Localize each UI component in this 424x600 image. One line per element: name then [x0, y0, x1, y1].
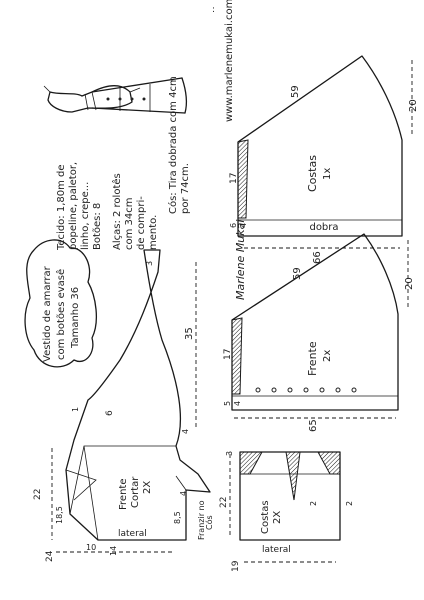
costas-top-lateral: lateral: [262, 545, 291, 555]
costas-dim-6: 6: [229, 223, 238, 228]
costas-dim-59: 59: [290, 85, 301, 98]
frente-dim-4: 4: [233, 401, 242, 406]
frente-skirt-name: Frente: [306, 341, 319, 376]
fabric-text: Tecido: 1,80m de: [56, 164, 67, 251]
title-cloud: Vestido de amarrar com botões evasê Tama…: [24, 239, 98, 368]
fabric-text-2: popeline, paletor,: [68, 162, 79, 250]
frente-dim-20: 20: [404, 277, 415, 290]
frente-top-piece: Frente Cortar 2X Franzir no Cós lateral …: [33, 249, 214, 562]
dress-sketch: [43, 77, 188, 114]
top-mark: :: [212, 5, 215, 15]
cos-text: Cós: Tira dobrada com 4cm: [167, 76, 179, 214]
frente-top-name: Frente: [118, 479, 129, 510]
website-text: www.marlenemukai.com.br: [224, 0, 235, 122]
costas-top-dim-22: 22: [219, 497, 229, 508]
costas-top-dim-2b: 2: [345, 501, 354, 506]
frente-top-dim-4a: 4: [181, 429, 190, 434]
costas-skirt-qty: 1x: [322, 168, 333, 180]
frente-top-dim-3: 3: [145, 261, 154, 266]
frente-top-dim-22: 22: [33, 489, 43, 500]
frente-skirt-buttons: [255, 387, 357, 393]
frente-top-lateral: lateral: [118, 529, 147, 539]
frente-top-dim-35: 35: [184, 327, 195, 340]
frente-skirt-qty: 2x: [322, 350, 333, 362]
frente-top-fold: Franzir no: [197, 500, 206, 540]
frente-dim-59: 59: [292, 267, 303, 280]
title-line-2: com botões evasê: [55, 269, 67, 360]
frente-top-fold-2: Cós: [204, 515, 214, 530]
frente-top-dim-18: 18,5: [55, 506, 64, 524]
frente-top-dim-8-5: 8,5: [173, 511, 182, 524]
cos-text-2: por 74cm.: [180, 163, 191, 214]
costas-top-piece: Costas 2X lateral 19 22 3 2 2: [219, 451, 354, 572]
title-line-3: Tamanho 36: [70, 287, 81, 349]
costas-top-dim-19: 19: [231, 560, 241, 572]
costas-skirt-fold: dobra: [309, 222, 338, 233]
frente-top-dim-6: 6: [105, 410, 115, 416]
frente-top-dim-1: 1: [71, 407, 80, 412]
costas-top-dim-2a: 2: [309, 501, 318, 506]
buttons-text: Botões: 8: [92, 203, 103, 250]
frente-dim-65: 65: [308, 419, 319, 432]
dress-buttons: [106, 97, 146, 101]
frente-top-dim-14: 14: [109, 546, 118, 556]
frente-top-dim-10: 10: [86, 543, 96, 552]
costas-dim-66: 66: [312, 251, 323, 264]
costas-dim-20: 20: [408, 99, 419, 112]
costas-dim-4: 4: [239, 223, 248, 228]
title-line-1: Vestido de amarrar: [42, 265, 53, 362]
straps-text: Alças: 2 rolotês: [111, 173, 123, 250]
costas-top-name: Costas: [260, 500, 271, 534]
straps-text-3: de compri-: [136, 196, 147, 250]
frente-dim-17: 17: [223, 349, 233, 360]
signature: Marlene Mukai: [234, 220, 247, 300]
frente-top-dim-4b: 4: [179, 491, 188, 496]
costas-skirt-name: Costas: [306, 155, 319, 192]
materials-notes: Tecido: 1,80m de popeline, paletor, linh…: [56, 76, 191, 251]
frente-top-name-2: Cortar: [130, 476, 141, 508]
costas-dim-17: 17: [229, 173, 239, 184]
straps-text-4: mento.: [148, 215, 159, 250]
costas-skirt-piece: Costas 1x dobra 66 20 59 17 6 4: [229, 55, 419, 264]
straps-text-2: com 34cm: [124, 198, 135, 251]
frente-top-qty: 2X: [142, 481, 153, 494]
frente-skirt-piece: Frente 2x 65 20 59 17 5 4: [223, 233, 415, 432]
fabric-text-3: linho, crepe...: [80, 182, 91, 250]
costas-top-qty: 2X: [272, 511, 283, 524]
frente-top-dim-24: 24: [45, 550, 55, 562]
costas-top-dim-3: 3: [225, 451, 234, 456]
frente-dim-5: 5: [223, 401, 232, 406]
